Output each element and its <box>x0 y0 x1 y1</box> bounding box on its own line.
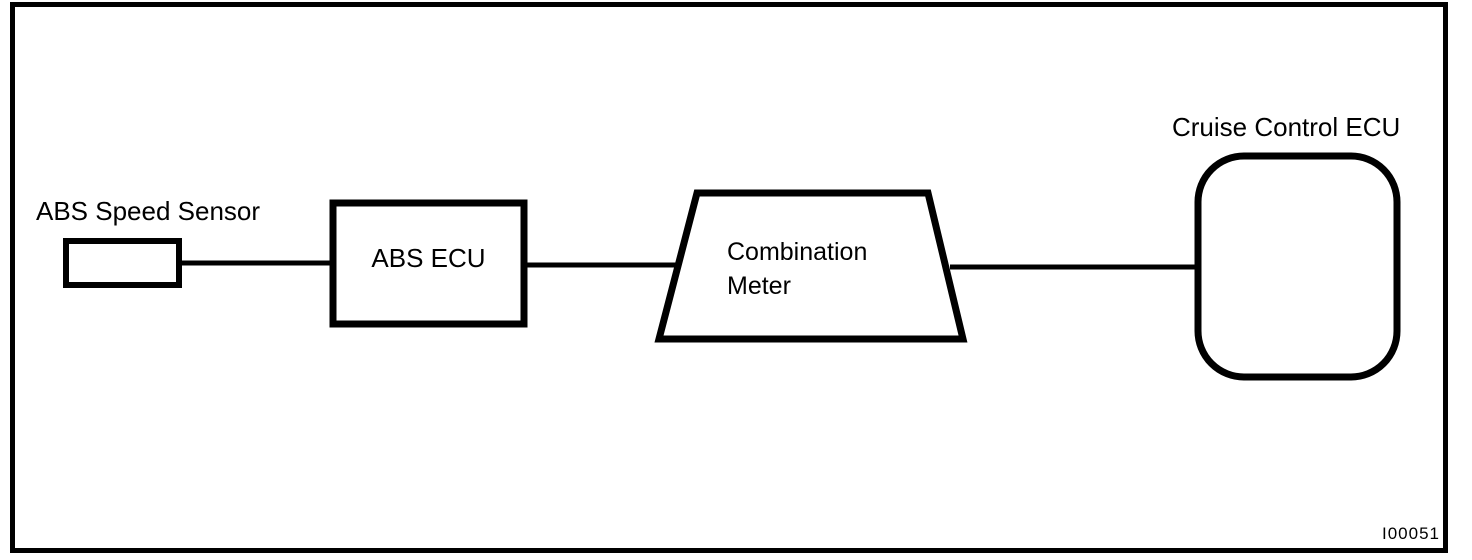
figure-id: I00051 <box>1382 524 1440 543</box>
cruise-control-ecu-box <box>1194 152 1401 381</box>
cruise-control-ecu-label: Cruise Control ECU <box>1172 112 1401 142</box>
combination-meter-trapezoid <box>654 189 968 343</box>
abs-ecu-label: ABS ECU <box>371 243 486 273</box>
combination-meter-label: Combination Meter <box>727 238 868 300</box>
abs-speed-sensor-label: ABS Speed Sensor <box>36 196 261 226</box>
outer-frame <box>10 2 1448 553</box>
abs-speed-sensor-box <box>63 238 182 288</box>
